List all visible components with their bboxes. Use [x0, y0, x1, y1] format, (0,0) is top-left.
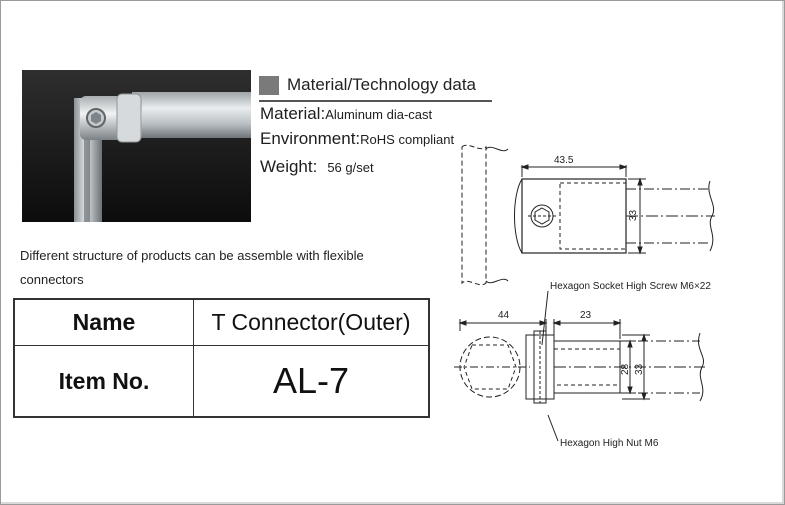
- weight-label: Weight:: [260, 157, 318, 176]
- material-row: Material:Aluminum dia-cast: [260, 104, 432, 124]
- side-view-drawing: 44 23 28 33: [454, 310, 705, 404]
- material-label: Material:: [260, 104, 326, 123]
- dim-left-width: 44: [498, 310, 510, 321]
- weight-row: Weight: 56 g/set: [260, 157, 374, 177]
- table-row: Item No. AL-7: [13, 345, 430, 418]
- table-row: Name T Connector(Outer): [13, 298, 430, 347]
- dim-top-height: 33: [628, 209, 639, 221]
- product-info-table: Name T Connector(Outer) Item No. AL-7: [13, 298, 430, 418]
- technical-drawing: 43.5 33 Hexagon Socket High Screw M6×22 …: [450, 135, 780, 470]
- environment-label: Environment:: [260, 129, 361, 148]
- heading-square-icon: [259, 76, 279, 95]
- environment-value: RoHS compliant: [360, 132, 455, 147]
- spec-heading-text: Material/Technology data: [287, 75, 477, 94]
- product-description: Different structure of products can be a…: [20, 248, 364, 287]
- name-value: T Connector(Outer): [193, 298, 430, 347]
- weight-value: 56 g/set: [327, 160, 374, 175]
- nut-note: Hexagon High Nut M6: [560, 438, 659, 449]
- screw-note: Hexagon Socket High Screw M6×22: [550, 281, 711, 292]
- spec-heading: Material/Technology data: [259, 74, 492, 102]
- dim-outer-height: 33: [634, 363, 645, 375]
- connector-photo-image: [22, 70, 251, 222]
- material-value: Aluminum dia-cast: [325, 107, 433, 122]
- item-value: AL-7: [193, 345, 430, 418]
- product-photo: [22, 70, 251, 222]
- top-view-drawing: 43.5 33: [461, 144, 715, 286]
- dim-inner-height: 28: [620, 363, 631, 375]
- environment-row: Environment:RoHS compliant: [260, 129, 454, 149]
- dim-top-width: 43.5: [554, 155, 574, 166]
- item-label: Item No.: [13, 345, 194, 418]
- dim-mid-width: 23: [580, 310, 592, 321]
- name-label: Name: [13, 298, 194, 347]
